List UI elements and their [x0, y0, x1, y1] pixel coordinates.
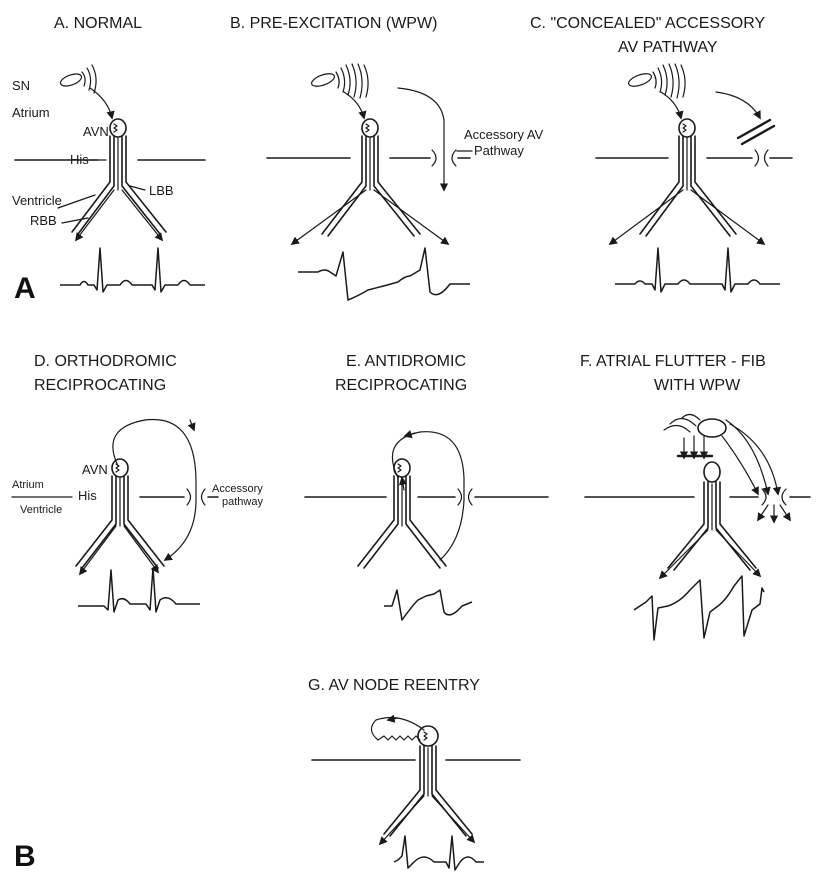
ecg-trace-b: [298, 248, 470, 300]
panel-c-title-1: C. "CONCEALED" ACCESSORY: [530, 15, 765, 32]
panel-f-title-1: F. ATRIAL FLUTTER - FIB: [580, 353, 766, 370]
label-avn: AVN: [83, 124, 109, 139]
label-atrium: Atrium: [12, 105, 50, 120]
sinus-node: [627, 64, 685, 98]
label-his: His: [78, 488, 97, 503]
panel-c-title-2: AV PATHWAY: [618, 39, 718, 56]
reentry-loop: [371, 718, 424, 740]
label-accessory-line2: Pathway: [474, 143, 524, 158]
panel-f-atrial-flutter: F. ATRIAL FLUTTER - FIB WITH WPW: [580, 353, 810, 640]
av-node: [418, 726, 438, 746]
av-node: [362, 119, 378, 137]
his-bundle: [610, 136, 764, 244]
label-ventricle: Ventricle: [20, 504, 62, 516]
panel-b-preexcitation: B. PRE-EXCITATION (WPW) Accessory AV Pat…: [230, 15, 544, 300]
label-lbb: LBB: [149, 183, 174, 198]
panel-g-av-node-reentry: G. AV NODE REENTRY: [308, 677, 520, 870]
panel-f-title-2: WITH WPW: [654, 377, 741, 394]
sinus-node: [310, 64, 368, 98]
sa-arrow: [90, 88, 112, 118]
reentry-loop: [392, 432, 464, 500]
his-bundle: [292, 136, 448, 244]
accessory-pathway: [432, 150, 436, 166]
panel-d-title-2: RECIPROCATING: [34, 377, 166, 394]
av-node: [704, 462, 720, 482]
accessory-pathway: [458, 489, 462, 505]
accessory-pathway: [755, 150, 759, 166]
accessory-pathway: [762, 489, 766, 505]
label-accessory-line2: pathway: [222, 496, 263, 508]
panel-d-title-1: D. ORTHODROMIC: [34, 353, 177, 370]
accessory-pathway: [187, 489, 191, 505]
atrial-circuit: [698, 419, 726, 437]
panel-a-title: A. NORMAL: [54, 15, 142, 32]
label-ventricle: Ventricle: [12, 193, 62, 208]
panel-a-normal: A. NORMAL SN Atrium AVN His Ventricle LB…: [12, 15, 205, 292]
ecg-trace-f: [634, 576, 764, 640]
panel-g-title: G. AV NODE REENTRY: [308, 677, 480, 694]
av-node: [679, 119, 695, 137]
label-rbb: RBB: [30, 213, 57, 228]
panel-d-orthodromic: D. ORTHODROMIC RECIPROCATING Atrium AVN …: [12, 353, 263, 612]
label-atrium: Atrium: [12, 479, 44, 491]
panel-c-concealed: C. "CONCEALED" ACCESSORY AV PATHWAY: [530, 15, 792, 292]
ecg-trace-a: [60, 248, 205, 292]
panel-b-title: B. PRE-EXCITATION (WPW): [230, 15, 437, 32]
panel-e-title-2: RECIPROCATING: [335, 377, 467, 394]
accessory-arrow: [398, 88, 444, 190]
av-node: [112, 459, 128, 477]
label-accessory-line1: Accessory: [212, 483, 263, 495]
section-letter-a: A: [14, 272, 36, 305]
av-node: [394, 459, 410, 477]
label-avn: AVN: [82, 462, 108, 477]
label-sn: SN: [12, 78, 30, 93]
panel-e-antidromic: E. ANTIDROMIC RECIPROCATING: [305, 353, 548, 620]
panel-e-title-1: E. ANTIDROMIC: [346, 353, 466, 370]
reentry-loop: [113, 420, 196, 501]
block-bar: [738, 120, 770, 138]
section-letter-b: B: [14, 840, 36, 872]
ecg-trace-e: [384, 590, 472, 620]
his-bundle: [358, 476, 446, 568]
ecg-trace-g: [394, 836, 484, 870]
av-node-squiggle: [114, 124, 117, 132]
label-accessory-line1: Accessory AV: [464, 127, 544, 142]
ecg-trace-d: [78, 568, 200, 612]
av-node: [110, 119, 126, 137]
ecg-trace-c: [615, 248, 780, 292]
